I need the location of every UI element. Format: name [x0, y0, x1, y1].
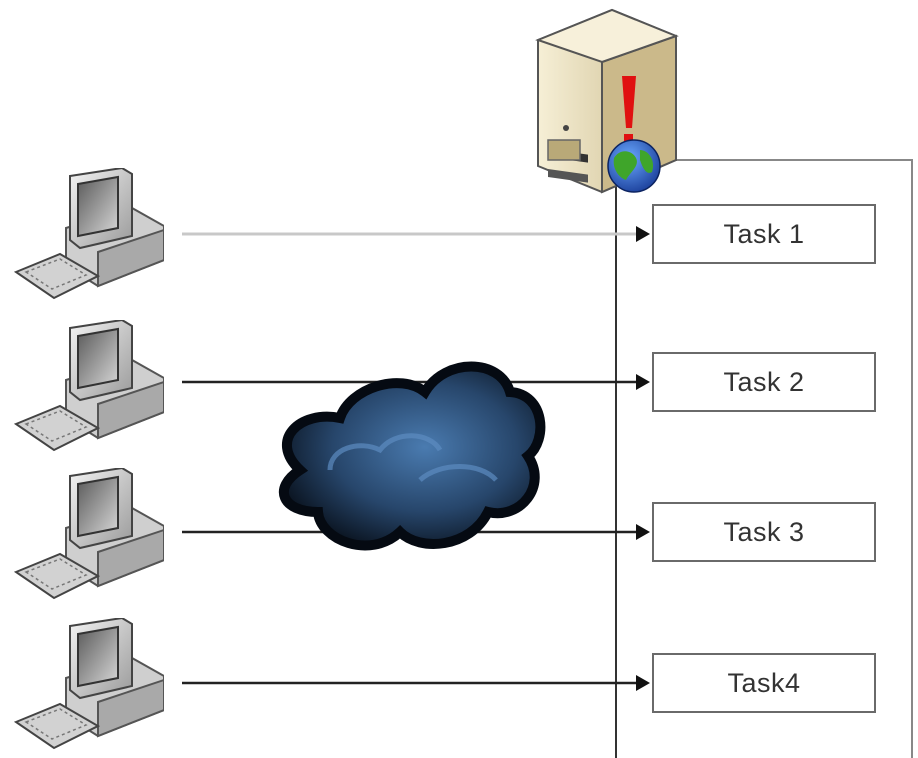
client-computer-icon-4: [15, 618, 164, 749]
arrowhead-4: [636, 675, 650, 691]
network-cloud-icon: [278, 361, 546, 551]
task-box-1: Task 1: [652, 204, 876, 264]
task-box-2: Task 2: [652, 352, 876, 412]
client-computer-icon-1: [15, 168, 164, 299]
arrowhead-3: [636, 524, 650, 540]
arrowhead-2: [636, 374, 650, 390]
client-computer-icon-3: [15, 468, 164, 599]
arrowhead-1: [636, 226, 650, 242]
task-label-2: Task 2: [723, 366, 805, 397]
server-top-connector: [616, 159, 913, 758]
exclamation-mark-icon: [622, 76, 636, 143]
task-label-1: Task 1: [723, 218, 805, 249]
task-box-4: Task4: [652, 653, 876, 713]
task-box-3: Task 3: [652, 502, 876, 562]
task-label-3: Task 3: [723, 516, 805, 547]
task-label-4: Task4: [727, 667, 801, 698]
globe-icon: [607, 139, 661, 193]
client-computer-icon-2: [15, 320, 164, 451]
